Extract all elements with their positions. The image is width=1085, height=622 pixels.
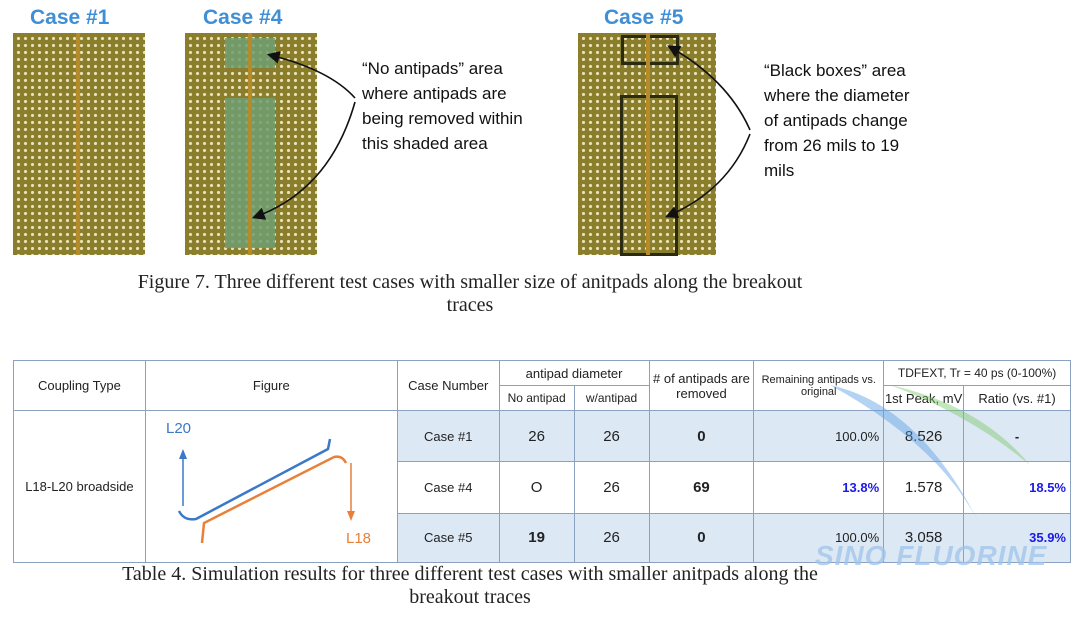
remaining-cell: 13.8%: [753, 461, 885, 514]
subheader-row: No antipad w/antipad 1st Peak, mV Ratio …: [14, 385, 1071, 411]
coupling-value: L18-L20 broadside: [13, 410, 146, 563]
table-caption: Table 4. Simulation results for three di…: [20, 563, 920, 609]
removed-header: # of antipads are removed: [648, 360, 755, 411]
watermark-text: SINO FLUORINE: [815, 540, 1048, 571]
peak-cell: 1.578: [883, 461, 965, 514]
arrow-line: [665, 133, 751, 219]
arrow-line: [667, 45, 751, 131]
table-caption-line2: breakout traces: [409, 586, 531, 608]
l18-label: L18: [346, 530, 371, 547]
header-row: Coupling Type Figure Case Number antipad…: [13, 360, 1071, 411]
table-row: Case #4 O 26 69 13.8% 1.578 18.5%: [14, 461, 1071, 514]
table-row: L18-L20 broadside L20 L18 Case #1 26 26 …: [13, 409, 1071, 563]
broadside-trace-figure: L20 L18: [166, 420, 371, 547]
case4-board-image: [185, 33, 317, 255]
coupling-type-header: Coupling Type: [13, 360, 146, 411]
breakout-trace: [76, 33, 80, 255]
removed-cell: 0: [648, 409, 755, 463]
remaining-cell: 100.0%: [753, 512, 885, 564]
annotation-arrows: [251, 45, 751, 220]
peak-cell: 3.058: [883, 512, 965, 564]
figure-caption: Figure 7. Three different test cases wit…: [20, 271, 920, 317]
ratio-header: Ratio (vs. #1): [963, 385, 1071, 411]
trace-figure-cell: L20 L18: [144, 410, 398, 563]
black-boxes-note: “Black boxes” area where the diameter of…: [764, 61, 910, 180]
ratio-cell: 18.5%: [963, 461, 1071, 514]
no-antipads-note: “No antipads” area where antipads are be…: [362, 59, 523, 153]
case5-board-image: [578, 33, 716, 256]
breakout-trace: [646, 33, 650, 255]
case-cell: Case #4: [396, 461, 500, 514]
figure-caption-line2: traces: [446, 294, 494, 316]
watermark-logo: [830, 385, 1030, 525]
l20-label: L20: [166, 420, 191, 437]
l20-arrowhead: [179, 449, 188, 459]
case-cell: Case #1: [396, 409, 500, 463]
w-antipad-header: w/antipad: [573, 385, 650, 411]
case5-title: Case #5: [604, 6, 684, 29]
w-antipad-cell: 26: [573, 409, 650, 463]
remaining-header: Remaining antipads vs. original: [753, 360, 885, 411]
arrow-line: [266, 51, 356, 99]
ratio-cell: 35.9%: [963, 512, 1071, 564]
removed-cell: 0: [648, 512, 755, 564]
table-caption-line1: Table 4. Simulation results for three di…: [122, 563, 818, 585]
ratio-cell: -: [963, 409, 1071, 463]
w-antipad-cell: 26: [573, 461, 650, 514]
table-row: Case #5 19 26 0 100.0% 3.058 35.9%: [14, 512, 1071, 564]
results-table: Coupling Type Figure Case Number antipad…: [13, 360, 1071, 564]
first-peak-header: 1st Peak, mV: [883, 385, 965, 411]
breakout-trace: [248, 33, 252, 255]
arrow-line: [251, 101, 356, 220]
no-antipad-cell: 19: [498, 512, 575, 564]
figure-header: Figure: [144, 360, 398, 411]
w-antipad-cell: 26: [573, 512, 650, 564]
l20-trace: [178, 438, 332, 521]
antipad-diameter-header: antipad diameter: [498, 360, 650, 386]
figure-caption-line1: Figure 7. Three different test cases wit…: [137, 271, 803, 293]
case1-board-image: [13, 33, 145, 255]
case1-title: Case #1: [30, 6, 110, 29]
case-cell: Case #5: [396, 512, 500, 564]
case-number-header: Case Number: [396, 360, 500, 411]
no-antipad-cell: 26: [498, 409, 575, 463]
removed-cell: 69: [648, 461, 755, 514]
l18-arrowhead: [347, 511, 356, 521]
case4-title: Case #4: [203, 6, 283, 29]
no-antipad-cell: O: [498, 461, 575, 514]
tdfext-header: TDFEXT, Tr = 40 ps (0-100%): [883, 360, 1071, 386]
remaining-cell: 100.0%: [753, 409, 885, 463]
l18-trace: [201, 455, 348, 544]
no-antipad-header: No antipad: [498, 385, 575, 411]
